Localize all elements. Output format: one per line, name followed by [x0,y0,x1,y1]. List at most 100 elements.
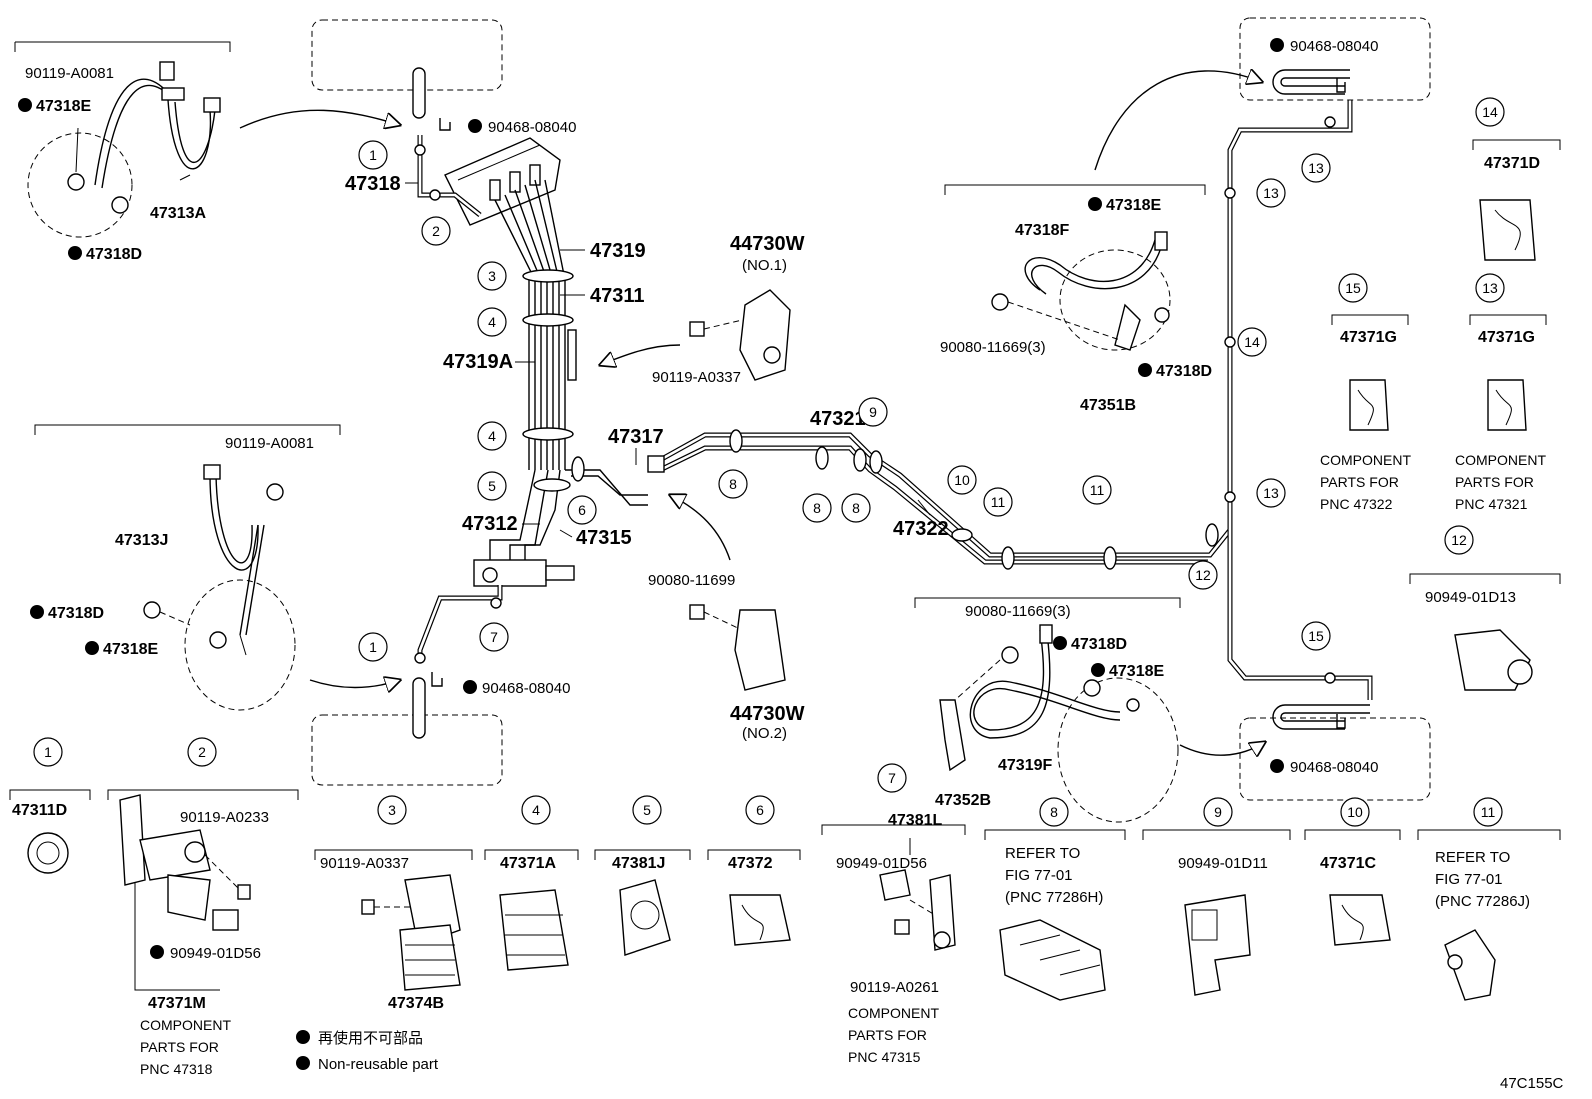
callout-number: 8 [852,500,860,516]
reference-note-line: FIG 77-01 [1005,867,1073,884]
part-47322-label: 47322 [893,518,949,540]
bottom-row-labels: 47311D 90119-A0233 90949-01D56 47371M CO… [12,802,1530,1077]
reference-note-line: REFER TO [1005,845,1080,862]
callout-11: 11 [983,487,1013,517]
bolt-90119-a0081-label: 90119-A0081 [25,65,114,82]
non-reusable-dot [1053,636,1067,650]
front-left-hose-group [14,41,231,238]
component-note-line: PARTS FOR [140,1039,219,1055]
callout-number: 6 [756,802,764,818]
part-47311d-label: 47311D [12,802,67,819]
non-reusable-dot [1091,663,1105,677]
callout-12: 12 [1188,560,1218,590]
component-note-line: PNC 47318 [140,1061,213,1077]
bleeder-top [412,67,426,119]
part-47318d-label: 47318D [48,605,104,622]
callout-6: 6 [745,795,775,825]
non-reusable-dot [18,98,32,112]
callout-11: 11 [1082,475,1112,505]
part-47313a-label: 47313A [150,205,206,222]
callout-13: 13 [1475,273,1505,303]
callout-15: 15 [1301,621,1331,651]
bolt-90119-a0261-label: 90119-A0261 [850,979,939,996]
arrow-to-rear-left [309,680,400,688]
callout-9: 9 [1203,797,1233,827]
callout-number: 14 [1482,104,1498,120]
bolt-90080-11669-label: 90080-11669(3) [940,339,1046,356]
callout-number: 2 [432,223,440,239]
bolt-90080-11669-label: 90080-11669(3) [965,603,1071,620]
harness-labels: 47318 47319 47311 47319A 47317 47312 473… [345,173,949,549]
component-note-line: PNC 47322 [1320,496,1393,512]
component-note-line: COMPONENT [848,1005,939,1021]
callout-4: 4 [521,795,551,825]
no2-label: (NO.2) [742,725,787,742]
diagram-code: 47C155C [1500,1075,1564,1092]
reference-note-line: (PNC 77286J) [1435,893,1530,910]
part-47313j-label: 47313J [115,532,168,549]
callout-number: 13 [1263,485,1279,501]
callout-1: 1 [358,140,388,170]
part-47318d-label: 47318D [86,246,142,263]
front-left-caliper-box [311,19,503,91]
component-note-line: PARTS FOR [848,1027,927,1043]
callout-14: 14 [1237,327,1267,357]
legend: 再使用不可部品 Non-reusable part [296,1029,439,1073]
callout-number: 14 [1244,334,1260,350]
part-47317-label: 47317 [608,426,664,448]
callout-number: 15 [1345,280,1361,296]
clip-90949-01d56-label: 90949-01D56 [170,945,261,962]
part-47381j-label: 47381J [612,855,665,872]
part-47319a-label: 47319A [443,351,513,373]
callout-2: 2 [421,216,451,246]
callout-number: 1 [369,147,377,163]
bolt-90119-a0337-label: 90119-A0337 [320,855,409,872]
non-reusable-dot [468,119,482,133]
clip-90468-label: 90468-08040 [488,119,576,136]
callout-1: 1 [358,632,388,662]
callout-8: 8 [1039,797,1069,827]
callout-6: 6 [567,495,597,525]
callout-number: 9 [1214,804,1222,820]
callout-1: 1 [33,737,63,767]
clip-90468-label: 90468-08040 [1290,38,1378,55]
callout-5: 5 [477,471,507,501]
component-note-line: PARTS FOR [1320,474,1399,490]
callout-8: 8 [718,469,748,499]
callout-number: 8 [1050,804,1058,820]
bracket-44730w-no2: 90080-11699 44730W (NO.2) [648,495,805,742]
callout-number: 8 [729,476,737,492]
bleeder-hairpin-bottom [1272,704,1370,730]
callout-15: 15 [1338,273,1368,303]
non-reusable-dot [85,641,99,655]
part-47318d-label: 47318D [1071,636,1127,653]
component-note-line: COMPONENT [140,1017,231,1033]
arrow-to-front-left [239,109,400,128]
component-note-line: COMPONENT [1455,452,1546,468]
callout-number: 13 [1308,160,1324,176]
non-reusable-dot [1138,363,1152,377]
rear-right-box-top [1239,17,1431,101]
callout-7: 7 [479,622,509,652]
component-note-line: COMPONENT [1320,452,1411,468]
non-reusable-dot [463,680,477,694]
part-47321-label: 47321 [810,408,866,430]
component-note-line: PNC 47315 [848,1049,921,1065]
part-44730w-label: 44730W [730,233,805,255]
clip-icon [439,118,451,131]
clip-90949-01d13-label: 90949-01D13 [1425,589,1516,606]
non-reusable-dot [150,945,164,959]
part-47372-label: 47372 [728,855,773,872]
callout-number: 6 [578,502,586,518]
rear-right-hose-group-lower [914,597,1181,823]
arrow-to-bottom-right [1179,742,1265,755]
reference-note-line: FIG 77-01 [1435,871,1503,888]
callout-4: 4 [477,307,507,337]
callout-number: 4 [488,314,496,330]
part-47311-label: 47311 [590,285,645,307]
callout-3: 3 [477,261,507,291]
callout-8: 8 [802,493,832,523]
non-reusable-dot [296,1056,310,1070]
part-47371g-label: 47371G [1478,329,1535,346]
